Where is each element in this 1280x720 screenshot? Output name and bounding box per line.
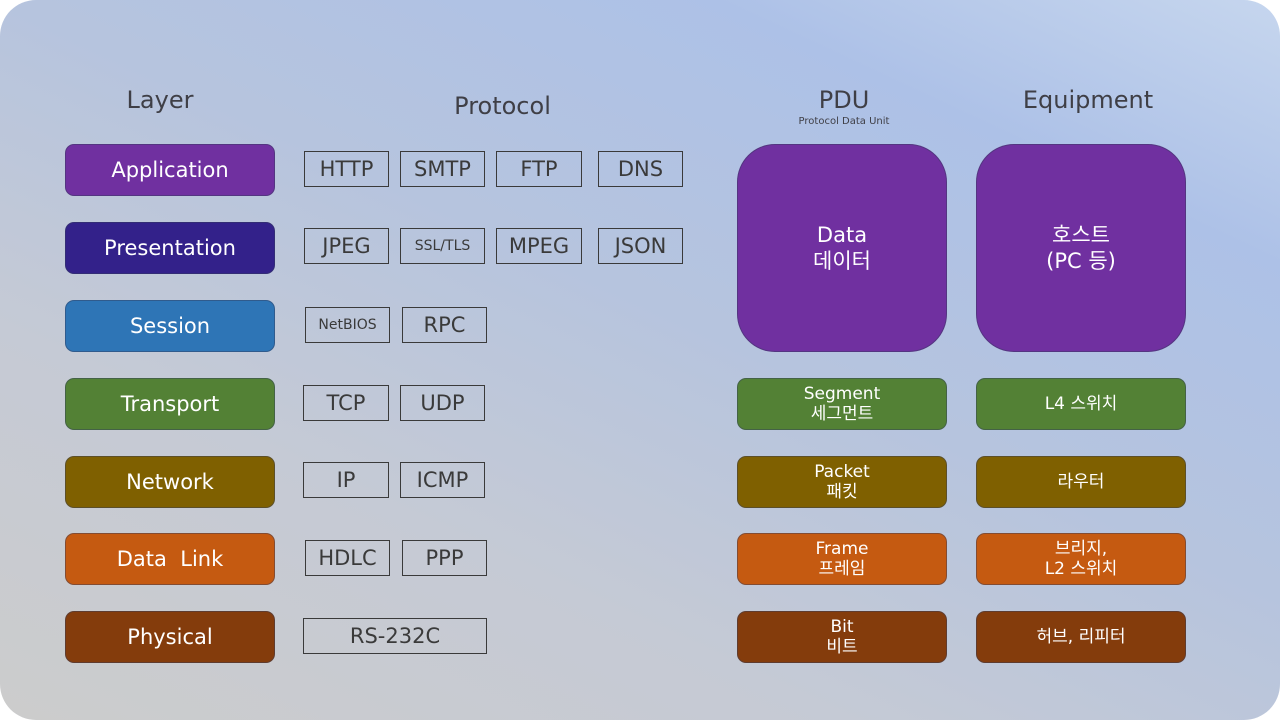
pdu-en: Segment [803, 384, 881, 404]
header-pdu: PDU [818, 86, 870, 114]
equipment-line2: L2 스위치 [1044, 559, 1118, 579]
header-equipment: Equipment [1022, 86, 1154, 114]
protocol-box: UDP [400, 385, 485, 421]
protocol-box: IP [303, 462, 389, 498]
pdu-packet: Packet 패킷 [737, 456, 947, 508]
protocol-box: HDLC [305, 540, 390, 576]
layer-data-link: Data Link [65, 533, 275, 585]
equipment-hub-repeater: 허브, 리피터 [976, 611, 1186, 663]
equipment-line1: 호스트 [1052, 223, 1110, 247]
equipment-line1: 라우터 [1057, 472, 1105, 492]
protocol-box: ICMP [400, 462, 485, 498]
protocol-box: NetBIOS [305, 307, 390, 343]
pdu-frame: Frame 프레임 [737, 533, 947, 585]
layer-session: Session [65, 300, 275, 352]
layer-presentation: Presentation [65, 222, 275, 274]
pdu-en: Frame [815, 539, 869, 559]
pdu-en: Bit [830, 617, 854, 637]
protocol-box: DNS [598, 151, 683, 187]
equipment-host: 호스트 (PC 등) [976, 144, 1186, 352]
layer-transport: Transport [65, 378, 275, 430]
equipment-line1: 브리지, [1054, 539, 1108, 559]
equipment-line1: 허브, 리피터 [1036, 627, 1126, 647]
protocol-box: RPC [402, 307, 487, 343]
pdu-ko: 세그먼트 [810, 404, 874, 424]
layer-application: Application [65, 144, 275, 196]
pdu-en: Packet [814, 462, 870, 482]
header-layer: Layer [126, 86, 194, 114]
equipment-bridge-l2-switch: 브리지, L2 스위치 [976, 533, 1186, 585]
layer-network: Network [65, 456, 275, 508]
equipment-router: 라우터 [976, 456, 1186, 508]
protocol-box: JSON [598, 228, 683, 264]
equipment-line2: (PC 등) [1046, 249, 1116, 273]
pdu-segment: Segment 세그먼트 [737, 378, 947, 430]
pdu-data: Data 데이터 [737, 144, 947, 352]
protocol-box: FTP [496, 151, 582, 187]
protocol-box: MPEG [496, 228, 582, 264]
protocol-box: RS-232C [303, 618, 487, 654]
protocol-box: PPP [402, 540, 487, 576]
protocol-box: TCP [303, 385, 389, 421]
protocol-box: SSL/TLS [400, 228, 485, 264]
equipment-l4-switch: L4 스위치 [976, 378, 1186, 430]
pdu-ko: 패킷 [826, 482, 858, 502]
protocol-box: JPEG [304, 228, 389, 264]
pdu-en: Data [816, 223, 868, 247]
equipment-line1: L4 스위치 [1044, 394, 1118, 414]
protocol-box: SMTP [400, 151, 485, 187]
pdu-ko: 비트 [826, 637, 858, 657]
pdu-ko: 프레임 [818, 559, 866, 579]
header-pdu-subtitle: Protocol Data Unit [798, 116, 890, 127]
protocol-box: HTTP [304, 151, 389, 187]
header-protocol: Protocol [454, 92, 551, 120]
pdu-ko: 데이터 [813, 249, 871, 273]
pdu-bit: Bit 비트 [737, 611, 947, 663]
layer-physical: Physical [65, 611, 275, 663]
